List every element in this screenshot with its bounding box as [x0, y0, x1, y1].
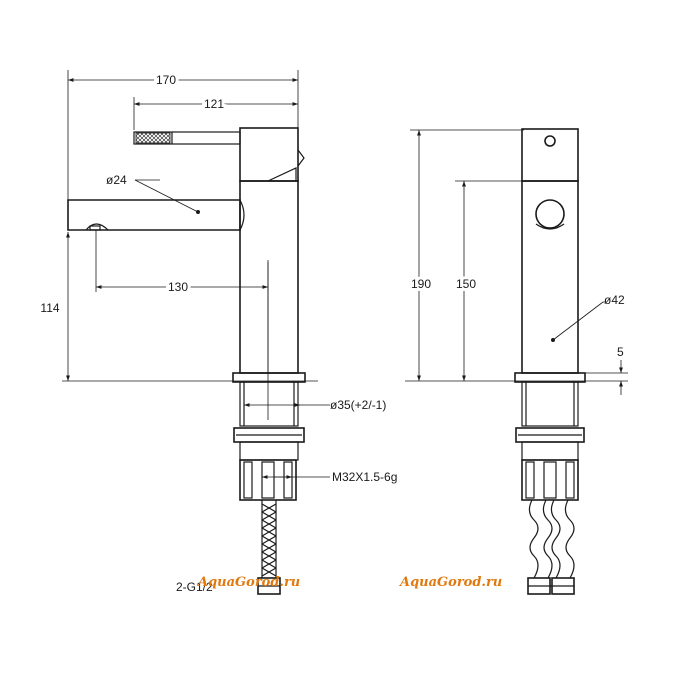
- front-lever-hub: [535, 199, 565, 229]
- front-view: 190 150 ø42 5: [405, 128, 628, 595]
- dim-total-height: 190: [411, 277, 431, 291]
- side-view: 170 121 ø24 130 114: [40, 70, 397, 595]
- dim-body-height: 150: [456, 277, 476, 291]
- mounting-stud: [239, 459, 297, 501]
- dim-lever-length: 121: [204, 97, 224, 111]
- cartridge-head: [239, 127, 299, 182]
- dim-mounting-thread: M32X1.5-6g: [332, 470, 397, 484]
- dim-base-thread: ø35(+2/-1): [330, 398, 386, 412]
- dim-spout-diameter: ø24: [106, 173, 127, 187]
- threaded-shank: [239, 381, 299, 427]
- dim-body-diameter: ø42: [604, 293, 625, 307]
- front-supply-hoses: [527, 499, 575, 595]
- supply-hose: [257, 500, 281, 595]
- dim-lever-offset: 5: [617, 345, 624, 359]
- front-cartridge-head: [521, 128, 579, 182]
- watermark-left: AquaGorod.ru: [196, 575, 300, 590]
- lever-knurled-grip: [135, 132, 171, 144]
- watermark-right: AquaGorod.ru: [398, 575, 502, 590]
- faucet-body: [239, 180, 299, 374]
- dim-spout-height: 114: [40, 301, 59, 315]
- front-body: [521, 180, 579, 374]
- dim-supply-connection: 2-G1/2: [176, 580, 213, 594]
- dim-spout-reach: 130: [168, 280, 188, 294]
- dim-overall-width: 170: [156, 73, 176, 87]
